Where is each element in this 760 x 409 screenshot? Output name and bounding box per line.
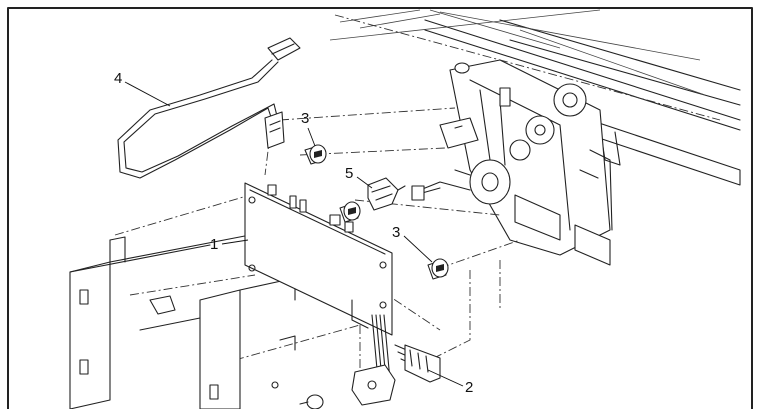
callout-label-4: 4 <box>114 70 122 87</box>
callout-4: 4 <box>114 70 171 107</box>
callout-1: 1 <box>210 236 249 253</box>
callout-label-2: 2 <box>465 379 473 396</box>
connecting-cable <box>117 37 301 179</box>
cable-clamp <box>367 177 406 211</box>
diagram-frame <box>7 7 753 409</box>
flat-ribbon-cable <box>351 314 441 406</box>
callout-label-3-lower: 3 <box>392 224 400 241</box>
control-board <box>244 182 393 336</box>
screw-middle <box>339 201 361 223</box>
callout-3-lower: 3 <box>392 224 433 263</box>
screw-upper <box>304 144 327 165</box>
callout-3-upper: 3 <box>301 110 316 147</box>
callout-label-5: 5 <box>345 165 353 182</box>
callout-2: 2 <box>427 369 473 396</box>
callout-label-1: 1 <box>210 236 218 253</box>
callout-5: 5 <box>345 165 373 189</box>
screw-right <box>427 258 449 280</box>
callout-label-3-upper: 3 <box>301 110 309 127</box>
machine-frame <box>329 9 741 266</box>
screw-bottom <box>299 394 324 409</box>
